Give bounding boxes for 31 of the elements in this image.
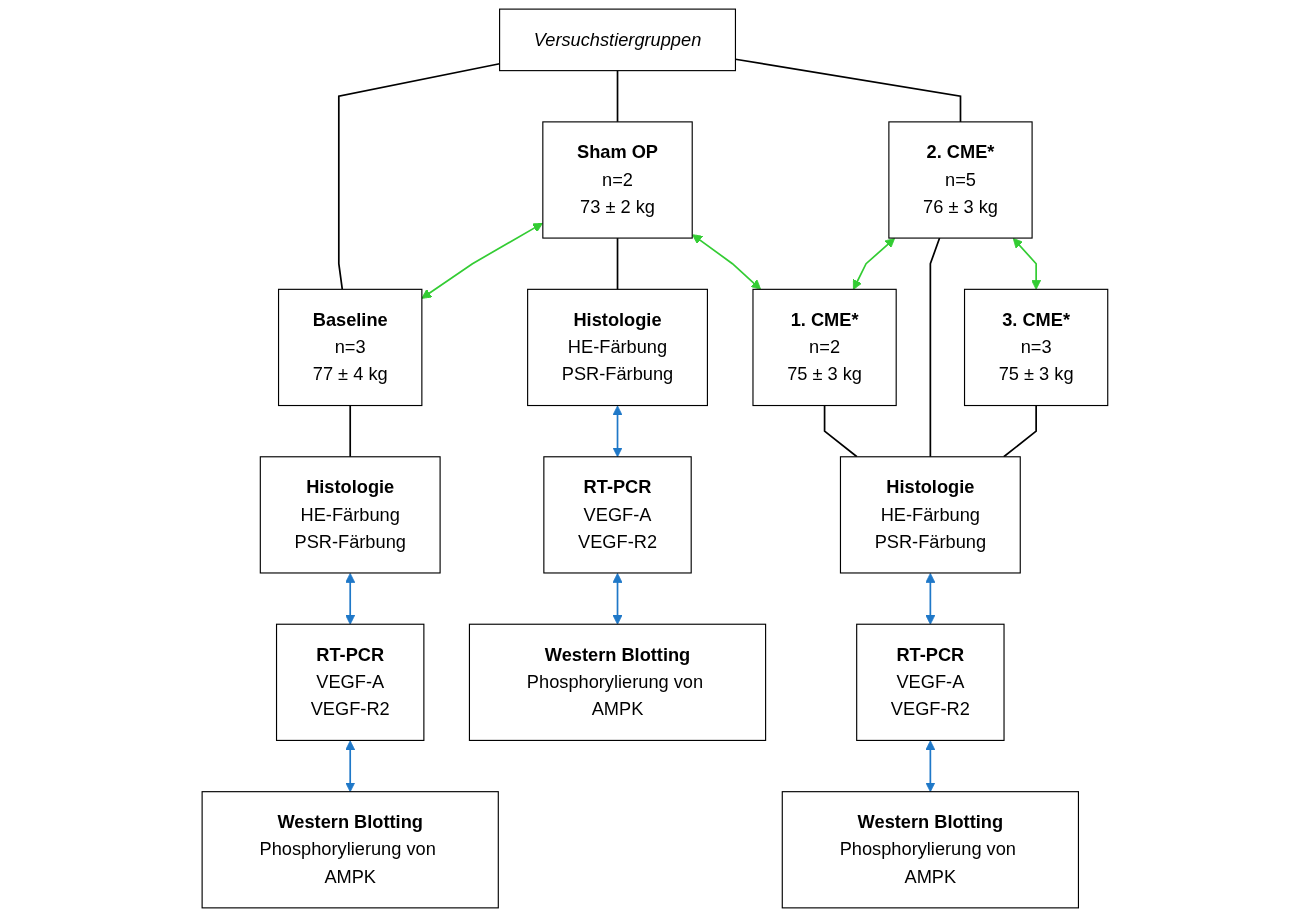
node-box: Histologie HE-Färbung PSR-Färbung: [259, 456, 441, 574]
arrow: [612, 572, 623, 625]
arrow: [924, 572, 935, 625]
connector: [616, 237, 618, 291]
node-box: Baseline n=3 77 ± 4 kg: [277, 288, 422, 407]
node-box: Versuchstiergruppen: [498, 8, 736, 72]
connector: [616, 69, 618, 123]
node-box: Sham OP n=2 73 ± 2 kg: [541, 121, 693, 239]
arrow: [924, 740, 935, 793]
node-box: Histologie HE-Färbung PSR-Färbung: [526, 288, 708, 407]
arrow: [852, 237, 895, 290]
node-box: Western Blotting Phosphorylierung von AMPK: [201, 791, 499, 909]
node-box: RT-PCR VEGF-A VEGF-R2: [542, 456, 692, 574]
node-box: RT-PCR VEGF-A VEGF-R2: [855, 623, 1005, 741]
node-box: Western Blotting Phosphorylierung von AMPK: [468, 623, 766, 741]
connector: [823, 404, 858, 458]
arrow: [1012, 237, 1041, 290]
connector: [337, 62, 500, 291]
arrow: [344, 572, 355, 625]
node-box: Western Blotting Phosphorylierung von AMPK: [781, 791, 1079, 909]
node-box: 1. CME* n=2 75 ± 3 kg: [751, 288, 897, 407]
connector: [348, 404, 351, 458]
arrow: [344, 740, 355, 793]
node-box: RT-PCR VEGF-A VEGF-R2: [275, 623, 424, 741]
arrow: [612, 405, 623, 458]
node-box: 2. CME* n=5 76 ± 3 kg: [887, 121, 1033, 239]
node-box: Histologie HE-Färbung PSR-Färbung: [839, 456, 1021, 574]
connector: [1002, 404, 1037, 458]
arrow: [691, 234, 761, 290]
connector: [929, 237, 940, 458]
node-box: 3. CME* n=3 75 ± 3 kg: [963, 288, 1108, 407]
